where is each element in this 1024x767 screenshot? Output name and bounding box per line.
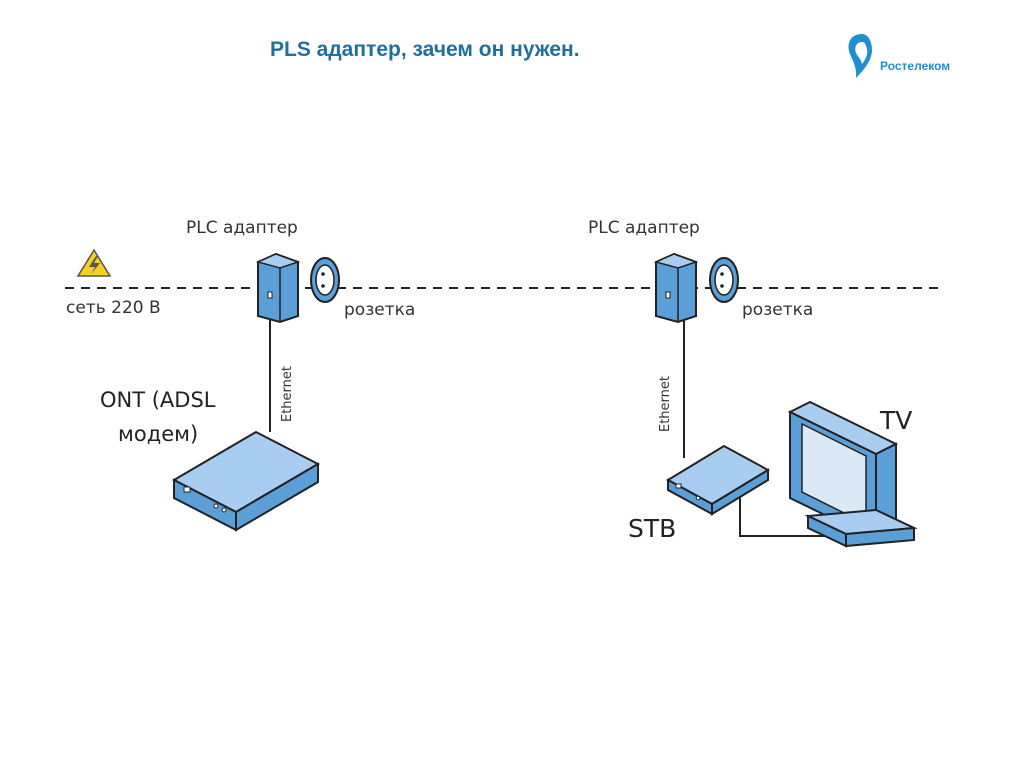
tv-icon [787, 400, 918, 548]
rostelecom-logo-icon [848, 34, 872, 78]
stb-label: STB [628, 514, 677, 543]
network-label: сеть 220 В [66, 298, 161, 318]
left-ethernet-label: Ethernet [280, 366, 295, 422]
right-ethernet-label: Ethernet [658, 376, 673, 432]
left-plc-adapter-icon [255, 252, 301, 324]
ont-label-line1: ONT (ADSL [100, 388, 216, 412]
left-outlet-label: розетка [344, 300, 416, 320]
ont-modem-icon [171, 430, 321, 532]
left-outlet-icon [310, 257, 340, 303]
right-adapter-label: PLC адаптер [588, 218, 700, 238]
right-outlet-label: розетка [742, 300, 814, 320]
company-logo: Ростелеком [842, 30, 992, 82]
right-outlet-icon [709, 257, 739, 303]
logo-text: Ростелеком [880, 59, 951, 73]
page-title: PLS адаптер, зачем он нужен. [270, 38, 580, 61]
right-plc-adapter-icon [653, 252, 699, 324]
ont-label-line2: модем) [118, 422, 199, 446]
tv-label: TV [880, 406, 913, 435]
left-adapter-label: PLC адаптер [186, 218, 298, 238]
stb-icon [665, 444, 771, 516]
high-voltage-warning-icon [76, 248, 112, 277]
stb-tv-cable [739, 496, 830, 537]
